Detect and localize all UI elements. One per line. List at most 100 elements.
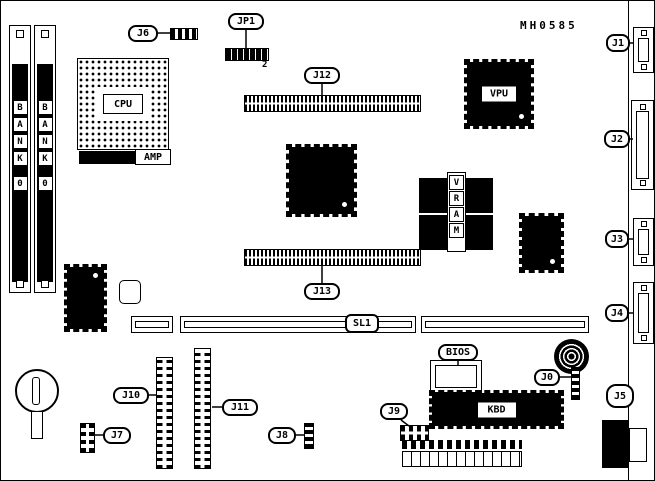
- port-screw: [640, 30, 647, 36]
- memory-bank-slot-1: B A N K 0: [9, 25, 31, 293]
- port-j5-shell: [629, 428, 647, 462]
- callout-j11: J11: [222, 399, 258, 416]
- bank-label-strip: B A N K 0: [37, 64, 53, 282]
- callout-j7: J7: [103, 427, 131, 444]
- callout-j6: J6: [128, 25, 158, 42]
- label-j1: J1: [606, 34, 630, 52]
- mount-hole: [41, 30, 49, 38]
- vpu-label: VPU: [481, 85, 517, 103]
- mount-hole: [41, 280, 49, 288]
- port-body: [638, 293, 649, 333]
- bottom-connector-row: [402, 451, 522, 467]
- connector-j6: [170, 28, 198, 40]
- connector-j0: [571, 367, 580, 400]
- callout-jp1: JP1: [228, 13, 264, 30]
- pin1-dot: [519, 114, 524, 119]
- callout-j9: J9: [380, 403, 408, 420]
- expansion-slot-left: [131, 316, 173, 333]
- port-screw: [639, 104, 646, 110]
- bank-letter: A: [37, 117, 53, 132]
- slot-key: [425, 321, 585, 328]
- connector-j10: [156, 357, 173, 469]
- bios-chip: [430, 360, 482, 393]
- oscillator: [119, 280, 141, 304]
- vram-label-strip: V R A M: [447, 172, 466, 252]
- bank-letter: N: [12, 134, 28, 149]
- port-j5-connector: [602, 420, 629, 468]
- battery-stem: [31, 411, 43, 439]
- pin1-dot: [93, 273, 98, 278]
- jumper-jp1: [225, 48, 269, 61]
- bios-chip-body: [435, 365, 477, 388]
- bank-label-strip: B A N K 0: [12, 64, 28, 282]
- vram-letter: V: [449, 175, 464, 190]
- port-j1: [633, 27, 654, 73]
- connector-j13: [244, 249, 421, 266]
- connector-j9: [400, 425, 429, 441]
- port-screw: [640, 221, 647, 227]
- amp-label: AMP: [135, 149, 171, 165]
- vram-chip-4: [465, 215, 493, 250]
- cpu-label: CPU: [103, 94, 143, 114]
- port-screw: [639, 180, 646, 186]
- port-j3: [633, 218, 654, 266]
- chipset-qfp-center: [286, 144, 357, 217]
- label-j2: J2: [604, 130, 630, 148]
- slot-key: [135, 321, 169, 328]
- label-j5: J5: [606, 384, 634, 408]
- bank-letter: B: [37, 100, 53, 115]
- port-screw: [640, 64, 647, 70]
- port-body: [638, 38, 649, 62]
- bank-letter: K: [12, 151, 28, 166]
- bank-letter: K: [37, 151, 53, 166]
- port-j4: [633, 282, 654, 344]
- chip-left-mid: [64, 264, 107, 332]
- battery-contact: [32, 377, 40, 405]
- bank-letter: N: [37, 134, 53, 149]
- expansion-slot-right: [421, 316, 589, 333]
- vram-letter: R: [449, 191, 464, 206]
- pin1-dot: [550, 259, 555, 264]
- connector-j12: [244, 95, 421, 112]
- callout-j10: J10: [113, 387, 149, 404]
- mount-hole: [16, 30, 24, 38]
- connector-j8: [304, 423, 314, 449]
- callout-j12: J12: [304, 67, 340, 84]
- pin1-dot: [342, 202, 347, 207]
- port-body: [638, 229, 649, 255]
- cpu-socket: CPU: [77, 58, 169, 150]
- bios-label: BIOS: [438, 344, 478, 361]
- vram-letter: A: [449, 207, 464, 222]
- slot-key: [184, 321, 412, 328]
- sl1-label: SL1: [345, 314, 379, 333]
- port-screw: [640, 257, 647, 263]
- chip-right-mid: [519, 213, 564, 273]
- dip-pin-row: [402, 440, 522, 449]
- vram-chip-1: [419, 178, 447, 213]
- callout-j13: J13: [304, 283, 340, 300]
- bank-letter: B: [12, 100, 28, 115]
- label-j3: J3: [605, 230, 629, 248]
- port-screw: [640, 335, 647, 341]
- port-screw: [640, 285, 647, 291]
- bank-letter: 0: [37, 176, 53, 191]
- jp1-pin2-label: 2: [262, 60, 268, 70]
- label-j4: J4: [605, 304, 629, 322]
- vram-chip-3: [465, 178, 493, 213]
- mount-hole: [16, 280, 24, 288]
- port-j2: [631, 100, 654, 190]
- memory-bank-slot-2: B A N K 0: [34, 25, 56, 293]
- expansion-slot-center: [180, 316, 416, 333]
- bank-letter: A: [12, 117, 28, 132]
- keyboard-controller-chip: KBD: [429, 390, 564, 429]
- part-number: MH0585: [520, 19, 578, 32]
- vpu-chip: VPU: [464, 59, 534, 129]
- battery: [15, 369, 59, 413]
- callout-j0: J0: [534, 369, 560, 386]
- bank-letter: 0: [12, 176, 28, 191]
- callout-j8: J8: [268, 427, 296, 444]
- connector-j7: [80, 423, 95, 453]
- connector-j11: [194, 348, 211, 469]
- vram-letter: M: [449, 223, 464, 238]
